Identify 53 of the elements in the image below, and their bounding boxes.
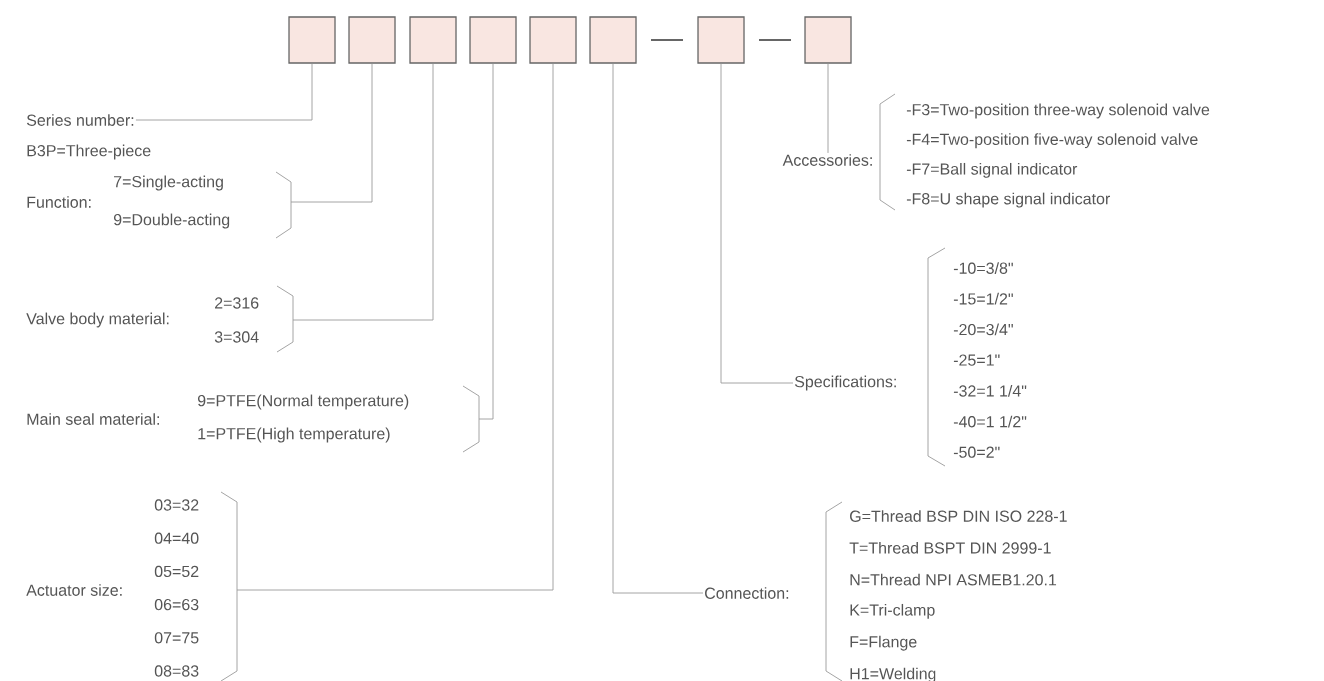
option-text: -F4=Two-position five-way solenoid valve: [906, 133, 1198, 149]
field-heading: Series number:: [26, 114, 134, 126]
option-text: 08=83: [154, 665, 199, 677]
option-text: -32=1 1/4": [953, 384, 1027, 397]
option-text: 9=PTFE(Normal temperature): [197, 394, 409, 410]
code-box: [589, 16, 637, 64]
option-text: -F8=U shape signal indicator: [906, 192, 1110, 208]
code-box: [469, 16, 517, 64]
code-box: [529, 16, 577, 64]
leader-line: [290, 63, 373, 203]
option-text: -F3=Two-position three-way solenoid valve: [906, 103, 1210, 119]
field-heading: Connection:: [705, 587, 789, 599]
option-text: 04=40: [154, 532, 199, 544]
option-text: -10=3/8": [953, 262, 1013, 274]
option-text: N=Thread NPI ASMEB1.20.1: [850, 573, 1057, 586]
option-text: K=Tri-clamp: [850, 603, 935, 619]
field-heading: Main seal material:: [27, 413, 159, 425]
option-text: -15=1/2": [953, 292, 1013, 305]
option-text: -F7=Ball signal indicator: [906, 162, 1078, 178]
field-heading: Actuator size:: [26, 584, 122, 596]
leader-line: [292, 63, 434, 321]
code-box: [348, 16, 396, 64]
option-text: 7=Single-acting: [114, 175, 223, 191]
option-text: 3=304: [214, 331, 259, 343]
option-text: 06=63: [154, 598, 199, 611]
leader-line: [827, 63, 829, 154]
leader-line: [612, 63, 704, 594]
option-text: 05=52: [154, 565, 199, 578]
leader-line: [135, 63, 313, 121]
option-text: T=Thread BSPT DIN 2999-1: [849, 541, 1051, 554]
option-text: -25=1": [953, 354, 1000, 366]
option-text: 07=75: [154, 632, 199, 644]
code-box: [697, 16, 745, 64]
option-text: 9=Double-acting: [113, 213, 230, 229]
option-text: 2=316: [215, 297, 259, 309]
leader-line: [236, 63, 554, 591]
option-text: -50=2": [953, 446, 1000, 458]
option-text: -20=3/4": [953, 323, 1013, 336]
option-text: 1=PTFE(High temperature): [198, 427, 390, 443]
field-heading: Specifications:: [794, 375, 896, 391]
leader-line: [720, 63, 794, 384]
field-heading: Accessories:: [782, 154, 872, 166]
code-box: [804, 16, 852, 64]
option-text: B3P=Three-piece: [27, 144, 151, 160]
code-box: [409, 16, 457, 64]
code-box: [288, 16, 336, 64]
field-heading: Valve body material:: [26, 312, 169, 328]
option-text: 03=32: [154, 499, 199, 511]
option-text: F=Flange: [850, 635, 917, 651]
option-text: G=Thread BSP DIN ISO 228-1: [850, 510, 1067, 522]
leader-line: [478, 63, 494, 420]
option-text: -40=1 1/2": [953, 415, 1027, 428]
field-heading: Function:: [27, 196, 91, 208]
